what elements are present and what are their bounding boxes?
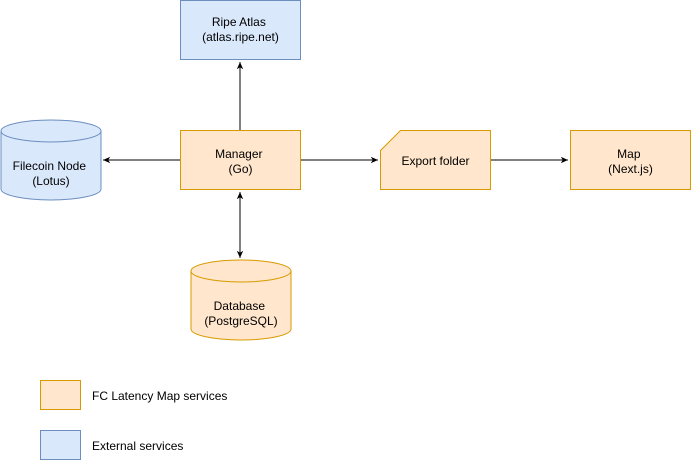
export-folder-label: Export folder: [401, 154, 469, 168]
ripe-atlas-node: Ripe Atlas (atlas.ripe.net): [180, 0, 301, 60]
svg-text:Manager (Go): Manager (Go): [215, 147, 266, 176]
export-folder-node: Export folder: [380, 130, 491, 190]
legend-external-label: External services: [92, 439, 183, 453]
ripe-atlas-box: [180, 0, 301, 60]
database-node: Database (PostgreSQL): [190, 259, 292, 341]
database-title: Database: [214, 299, 266, 313]
ripe-atlas-subtitle: (atlas.ripe.net): [202, 30, 279, 44]
manager-node: Manager (Go): [180, 130, 301, 190]
legend-external-swatch: [40, 430, 81, 460]
ripe-atlas-title: Ripe Atlas: [212, 15, 266, 29]
map-subtitle: (Next.js): [608, 162, 653, 176]
database-subtitle: (PostgreSQL): [204, 314, 277, 328]
database-cylinder: [190, 259, 292, 341]
filecoin-node-subtitle: (Lotus): [32, 174, 69, 188]
map-node: Map (Next.js): [570, 130, 691, 190]
map-title: Map: [617, 147, 641, 161]
manager-box: [180, 130, 301, 190]
svg-text:Database (PostgreSQL): Database (PostgreSQL): [204, 299, 277, 328]
legend-service-swatch: [40, 380, 81, 410]
map-box: [570, 130, 691, 190]
svg-text:Ripe Atlas (atlas.ripe.n: Ripe Atlas (atlas.ripe.net): [202, 15, 279, 44]
filecoin-node-node: Filecoin Node (Lotus): [0, 119, 102, 201]
filecoin-node-title: Filecoin Node: [13, 159, 87, 173]
legend: FC Latency Map services External service…: [40, 380, 227, 460]
svg-text:Map (Next.js): Map (Next.js): [608, 147, 653, 176]
manager-subtitle: (Go): [229, 162, 253, 176]
manager-title: Manager: [215, 147, 262, 161]
filecoin-node-cylinder: [0, 119, 102, 201]
legend-service-label: FC Latency Map services: [92, 389, 227, 403]
edges: [103, 62, 568, 258]
export-folder-card: [380, 130, 491, 190]
database-cylinder-rim: [190, 270, 292, 283]
svg-text:Filecoin Node (Lotus): Filecoin Node (Lotus): [13, 159, 90, 188]
filecoin-node-cylinder-rim: [0, 130, 102, 143]
